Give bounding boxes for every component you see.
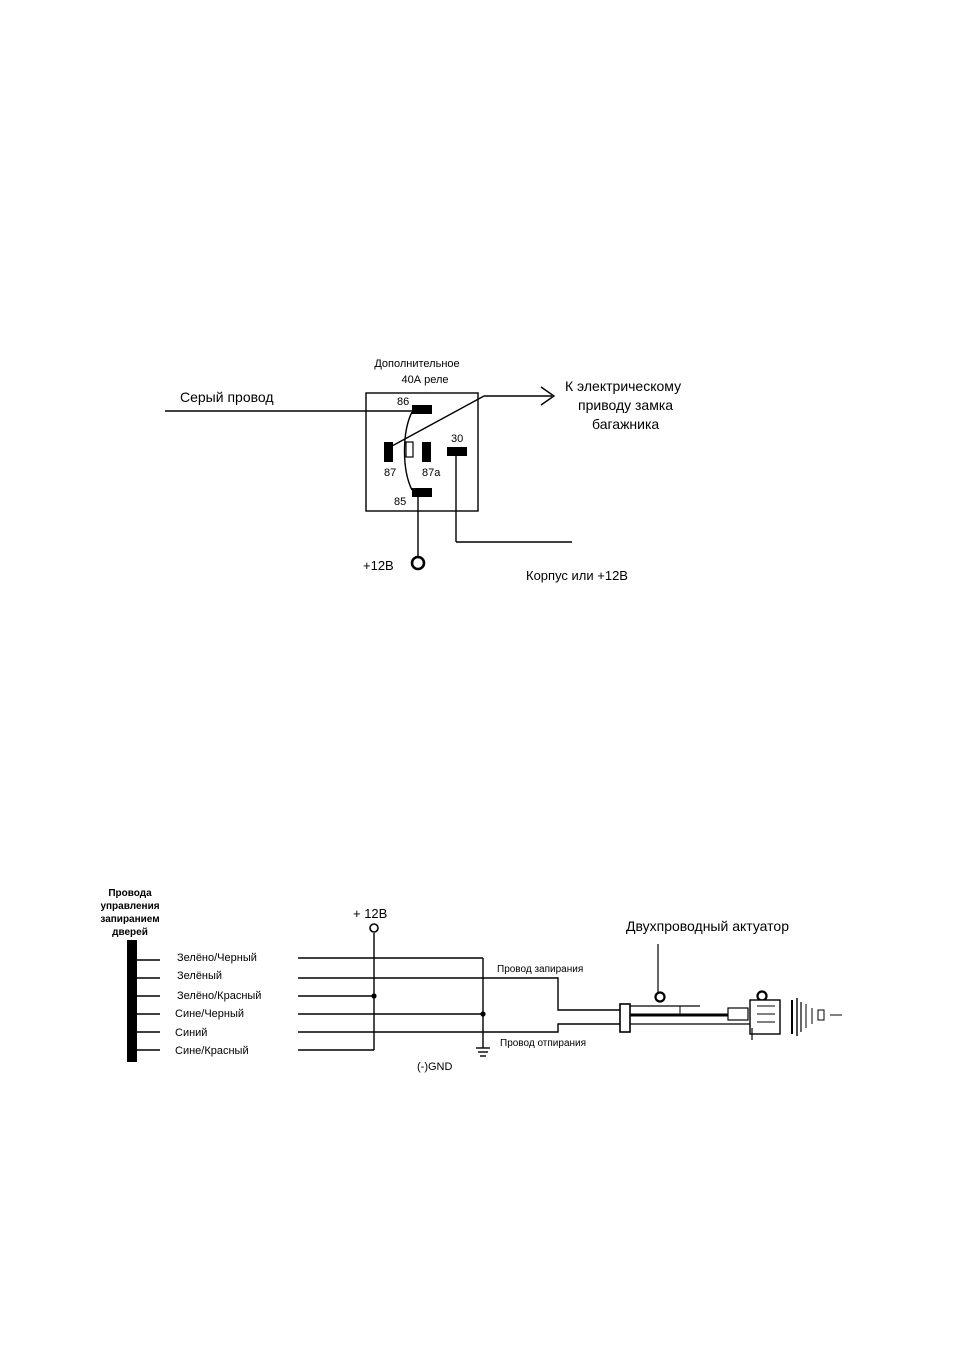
wire-label-blue-red: Сине/Красный <box>175 1045 249 1057</box>
output-label-line2: приводу замка <box>578 397 673 413</box>
wire-label-green-red: Зелёно/Красный <box>177 990 261 1002</box>
wire-label-blue: Синий <box>175 1027 207 1039</box>
door-lock-diagram: Провода управления запиранием дверей Зел… <box>100 888 842 1073</box>
harness-connector-bar <box>127 940 137 1062</box>
pin-86-terminal <box>412 405 432 414</box>
pin-87a-label: 87a <box>422 467 441 479</box>
plus12-terminal-icon <box>412 557 424 569</box>
harness-stubs <box>137 960 160 1050</box>
ground-or-12-label: Корпус или +12В <box>526 568 628 583</box>
pin-87-terminal <box>384 442 393 462</box>
wire-blue-unlock <box>298 1024 622 1032</box>
ground-icon <box>476 1048 490 1056</box>
gray-wire-label: Серый провод <box>180 389 274 405</box>
output-label-line1: К электрическому <box>565 378 681 394</box>
pin-85-label: 85 <box>394 496 406 508</box>
actuator-drawing <box>620 944 842 1040</box>
harness-label-line1: Провода <box>108 888 152 899</box>
relay-title-line2: 40А реле <box>401 374 448 386</box>
plus12-label: +12В <box>363 558 394 573</box>
junction-dot-2 <box>480 1011 485 1016</box>
plus12-label-2: + 12В <box>353 906 387 921</box>
relay-title-line1: Дополнительное <box>374 358 459 370</box>
lock-wire-label: Провод запирания <box>497 964 583 975</box>
pin-87a-terminal <box>422 442 431 462</box>
harness-label-line4: дверей <box>112 927 148 938</box>
wire-label-green: Зелёный <box>177 970 222 982</box>
plus12-terminal-icon-2 <box>370 924 378 932</box>
relay-diagram: Дополнительное 40А реле Серый провод 86 … <box>165 358 681 583</box>
harness-label-line2: управления <box>100 901 159 912</box>
pin-30-terminal <box>447 447 467 456</box>
wire-label-blue-black: Сине/Черный <box>175 1008 244 1020</box>
pin-85-terminal <box>412 488 432 497</box>
pin-87-label: 87 <box>384 467 396 479</box>
relay-resistor <box>406 442 413 457</box>
wire-label-green-black: Зелёно/Черный <box>177 952 257 964</box>
harness-label-line3: запиранием <box>100 914 159 925</box>
pin-86-label: 86 <box>397 396 409 408</box>
output-label-line3: багажника <box>592 416 659 432</box>
unlock-wire-label: Провод отпирания <box>500 1038 586 1049</box>
pin-30-label: 30 <box>451 433 463 445</box>
actuator-label: Двухпроводный актуатор <box>626 918 789 934</box>
junction-dot-1 <box>371 993 376 998</box>
wire-green-lock <box>298 978 622 1010</box>
gnd-label: (-)GND <box>417 1061 452 1073</box>
